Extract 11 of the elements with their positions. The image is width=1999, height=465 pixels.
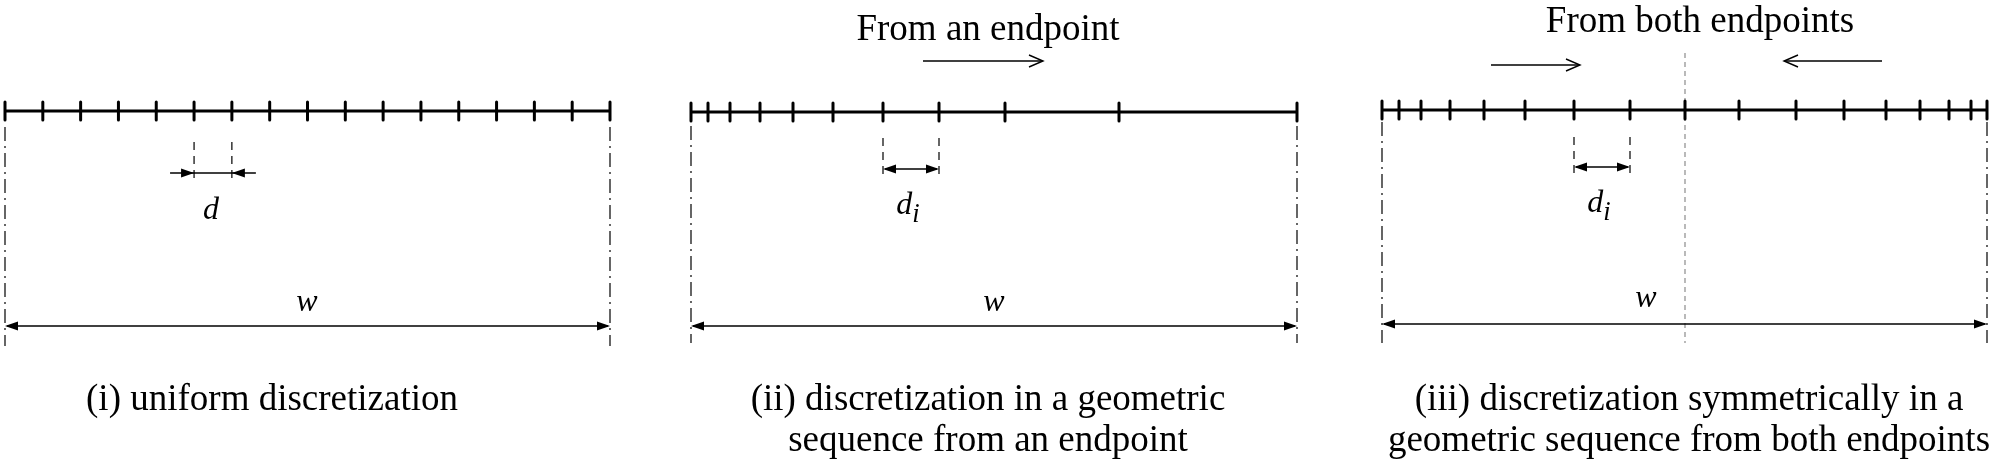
- panel-caption: (i) uniform discretization: [85, 377, 459, 418]
- direction-label: From an endpoint: [856, 8, 1120, 46]
- dimension-label: d$_{i}$: [896, 186, 920, 228]
- dimension-label: w: [296, 283, 318, 319]
- dimension-label: d: [203, 191, 219, 227]
- panel-caption: (ii) discretization in a geometric sequence from an endpoint: [749, 377, 1227, 459]
- dimension-label: d$_{i}$: [1587, 184, 1611, 226]
- dimension-label: w: [1635, 279, 1657, 315]
- direction-label: From both endpoints: [1545, 0, 1855, 38]
- panel-caption: (iii) discretization symmetrically in a geometric sequence from both endpoints: [1386, 377, 1992, 459]
- dimension-label: w: [983, 283, 1005, 319]
